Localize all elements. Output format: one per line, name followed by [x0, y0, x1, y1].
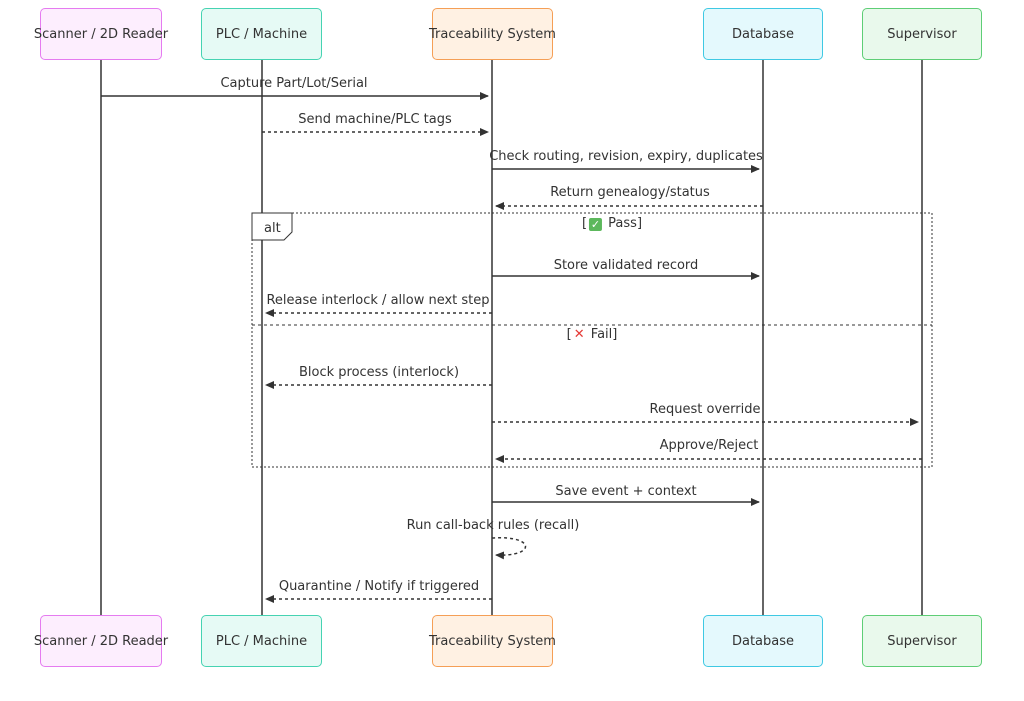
message-label: Store validated record: [553, 258, 699, 273]
actor-super-top: Supervisor: [862, 8, 982, 60]
alt-condition-fail: [✕ Fail]: [566, 327, 618, 342]
actor-trace-top: Traceability System: [429, 8, 556, 60]
message-label: Run call-back rules (recall): [406, 518, 580, 533]
actor-super-bottom: Supervisor: [862, 615, 982, 667]
message-label: Release interlock / allow next step: [266, 293, 490, 308]
message-label: Check routing, revision, expiry, duplica…: [489, 149, 763, 164]
check-icon: ✓: [589, 218, 603, 231]
alt-frame: [251, 212, 933, 468]
actor-plc-bottom: PLC / Machine: [201, 615, 322, 667]
message-arrow-11-self: [491, 537, 527, 560]
message-label: Block process (interlock): [298, 365, 460, 380]
cross-icon: ✕: [573, 327, 585, 342]
alt-tag-box: [251, 212, 293, 241]
message-label: Approve/Reject: [659, 438, 759, 453]
actor-plc-top: PLC / Machine: [201, 8, 322, 60]
alt-tag-label: alt: [264, 221, 281, 236]
actor-trace-bottom: Traceability System: [429, 615, 556, 667]
actor-db-bottom: Database: [703, 615, 823, 667]
message-label: Capture Part/Lot/Serial: [220, 76, 368, 91]
alt-condition-pass: [✓ Pass]: [581, 216, 643, 231]
message-label: Quarantine / Notify if triggered: [278, 579, 480, 594]
actor-scanner-bottom: Scanner / 2D Reader: [34, 615, 168, 667]
actor-db-top: Database: [703, 8, 823, 60]
actor-scanner-top: Scanner / 2D Reader: [34, 8, 168, 60]
message-label: Save event + context: [555, 484, 697, 499]
message-label: Send machine/PLC tags: [298, 112, 452, 127]
message-label: Return genealogy/status: [550, 185, 710, 200]
message-label: Request override: [649, 402, 761, 417]
